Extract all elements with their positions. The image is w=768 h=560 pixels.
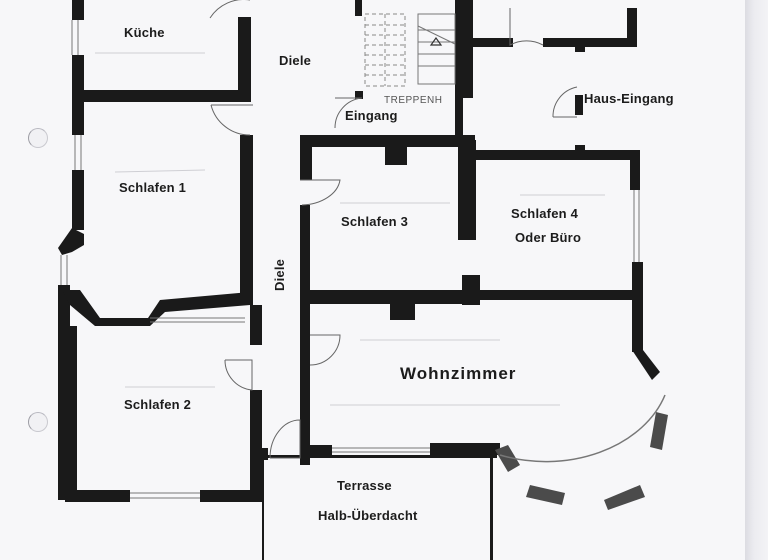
dimension-lines — [95, 52, 605, 406]
room-label-terrasse: Terrasse — [337, 478, 392, 493]
room-label-halb-ueberdacht: Halb-Überdacht — [318, 508, 418, 523]
room-label-eingang: Eingang — [345, 108, 398, 123]
room-label-wohnzimmer: Wohnzimmer — [400, 364, 517, 383]
paper-edge — [745, 0, 768, 560]
bay-window — [495, 412, 668, 510]
punch-hole-bottom — [28, 412, 48, 432]
stair-up-arrow-icon — [429, 36, 443, 46]
doors — [209, 0, 578, 459]
stair-flight — [417, 13, 456, 85]
punch-hole-top — [28, 128, 48, 148]
room-label-diele-vertical: Diele — [272, 258, 287, 291]
room-label-schlafen-1: Schlafen 1 — [119, 180, 187, 195]
room-label-diele-top: Diele — [279, 53, 312, 68]
room-label-treppenhaus: TREPPENH — [384, 95, 443, 106]
room-label-oder-buero: Oder Büro — [515, 230, 582, 245]
bay-window-line — [499, 394, 666, 463]
room-label-schlafen-2: Schlafen 2 — [124, 397, 192, 412]
walls — [58, 0, 660, 560]
room-label-schlafen-4: Schlafen 4 — [511, 206, 579, 221]
room-label-kueche: Küche — [124, 25, 165, 40]
room-label-schlafen-3: Schlafen 3 — [341, 214, 409, 229]
windows — [60, 20, 640, 499]
staircase — [364, 13, 406, 87]
room-label-haus-eingang: Haus-Eingang — [584, 91, 674, 106]
